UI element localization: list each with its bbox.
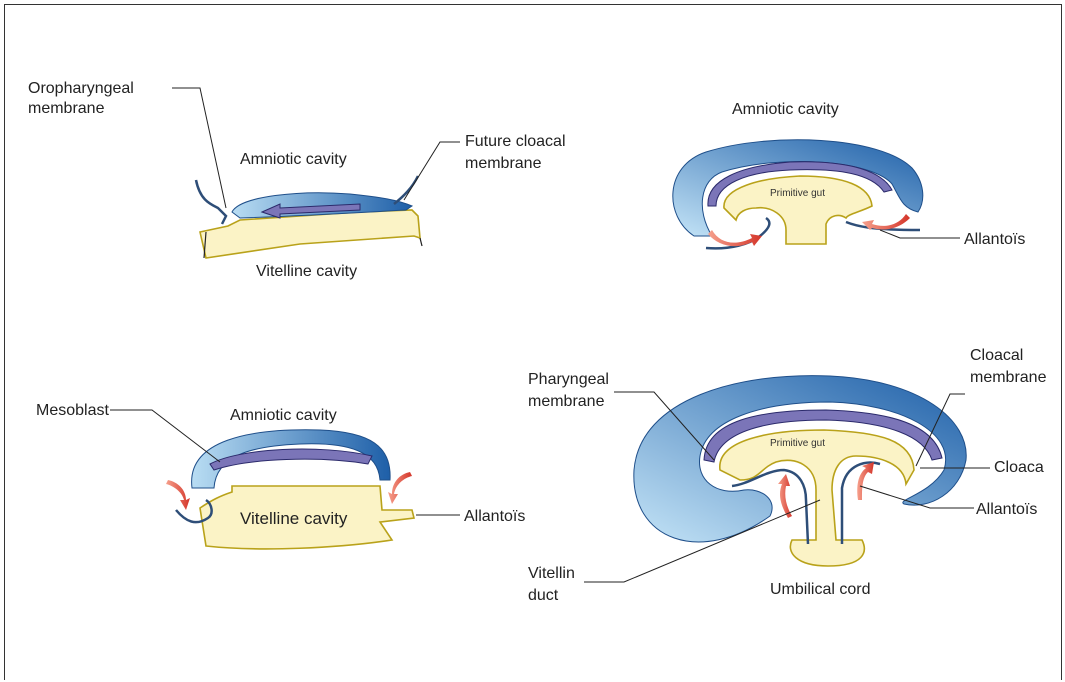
tail-fold-arrow — [862, 214, 910, 230]
leader-future-cloacal — [404, 142, 460, 200]
label-amniotic-cavity-3: Amniotic cavity — [230, 407, 337, 424]
label-allantois-2: Allantoïs — [964, 231, 1025, 248]
label-future-cloacal-membrane: Future cloacal membrane — [465, 133, 570, 172]
cloacal-fold-arrow — [857, 462, 874, 500]
label-cloacal-membrane: Cloacal membrane — [970, 347, 1047, 386]
diagram-completed-folding — [634, 376, 966, 566]
diagram-early-embryo — [196, 176, 422, 258]
left-fold-arrow — [166, 480, 190, 510]
label-pharyngeal-membrane: Pharyngeal membrane — [528, 371, 613, 410]
label-vitelline-cavity-1: Vitelline cavity — [256, 263, 357, 280]
label-cloaca: Cloaca — [994, 459, 1044, 476]
vitelline-endoderm — [200, 210, 420, 258]
label-primitive-gut-2: Primitive gut — [770, 188, 825, 199]
pharyngeal-fold-arrow — [778, 474, 792, 518]
head-fold-arrow — [708, 230, 762, 246]
label-amniotic-cavity-1: Amniotic cavity — [240, 151, 347, 168]
diagram-lateral-folding — [166, 430, 414, 549]
future-cloacal-membrane-shape — [394, 176, 418, 204]
label-allantois-3: Allantoïs — [464, 508, 525, 525]
label-oropharyngeal-membrane: Oropharyngeal membrane — [28, 80, 138, 117]
right-fold-arrow — [388, 472, 412, 504]
label-allantois-4: Allantoïs — [976, 501, 1037, 518]
label-amniotic-cavity-2: Amniotic cavity — [732, 101, 839, 118]
label-primitive-gut-4: Primitive gut — [770, 438, 825, 449]
label-vitelline-cavity-3: Vitelline cavity — [240, 509, 348, 528]
label-umbilical-cord: Umbilical cord — [770, 581, 870, 598]
yolk-wall-line-right — [420, 238, 422, 246]
label-mesoblast: Mesoblast — [36, 402, 109, 419]
primitive-gut-endoderm — [724, 176, 872, 244]
label-vitellin-duct: Vitellin duct — [528, 565, 579, 604]
